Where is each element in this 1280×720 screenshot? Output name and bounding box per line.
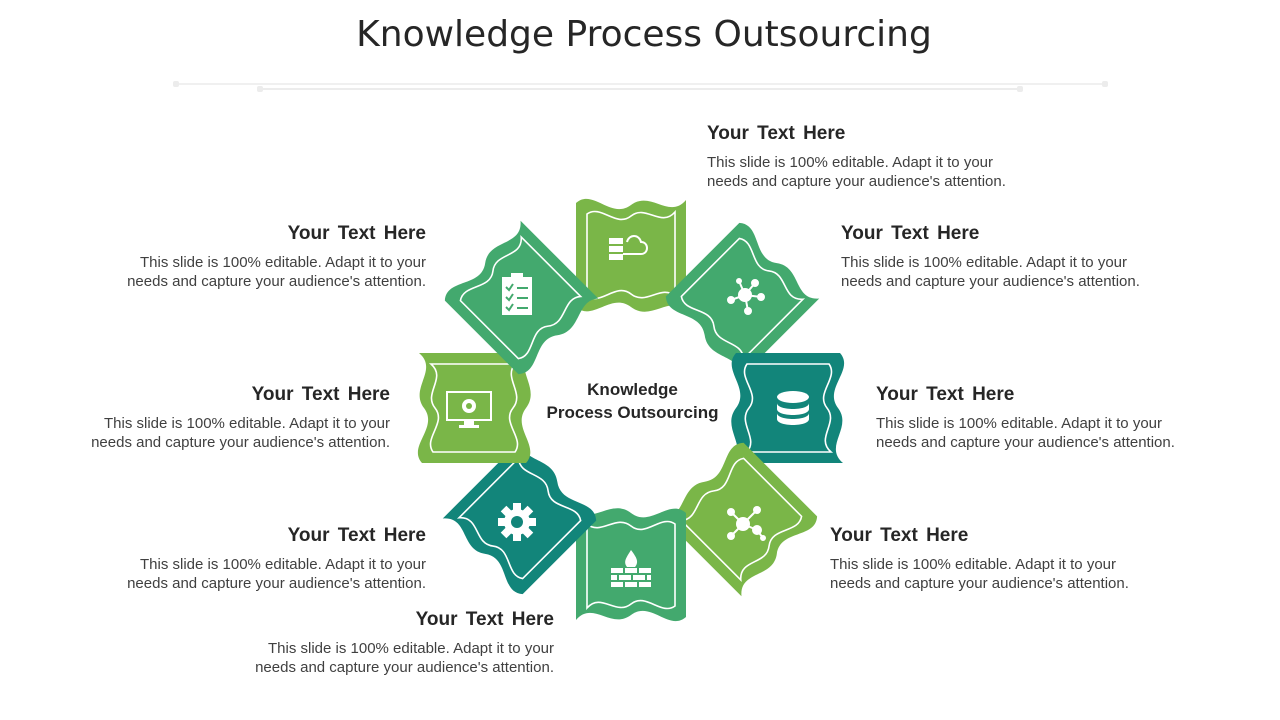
text-block-top: Your Text Here This slide is 100% editab… [707, 123, 1047, 191]
block-body-line: This slide is 100% editable. Adapt it to… [876, 415, 1162, 432]
block-body-line: needs and capture your audience's attent… [707, 173, 1006, 190]
segment-right [731, 353, 845, 463]
block-body-line: This slide is 100% editable. Adapt it to… [830, 556, 1116, 573]
divider-endcap [1102, 81, 1108, 87]
block-body-line: needs and capture your audience's attent… [127, 273, 426, 290]
divider-endcap [1017, 86, 1023, 92]
block-heading: Your Text Here [287, 223, 426, 244]
block-body-line: This slide is 100% editable. Adapt it to… [140, 556, 426, 573]
block-heading: Your Text Here [841, 223, 980, 244]
title-divider-top [176, 83, 1106, 85]
monitor-gear-icon [446, 391, 492, 428]
block-body-line: needs and capture your audience's attent… [91, 434, 390, 451]
title-divider-bottom [260, 88, 1022, 90]
block-body-line: This slide is 100% editable. Adapt it to… [104, 415, 390, 432]
molecule-network-icon [727, 506, 766, 541]
clipboard-checklist-icon [502, 273, 532, 315]
text-block-left: Your Text Here This slide is 100% editab… [50, 384, 390, 452]
text-block-bottom-right: Your Text Here This slide is 100% editab… [830, 525, 1170, 593]
text-block-top-left: Your Text Here This slide is 100% editab… [86, 223, 426, 291]
slide-title: Knowledge Process Outsourcing [356, 14, 932, 55]
block-body-line: needs and capture your audience's attent… [255, 659, 554, 676]
block-body-line: needs and capture your audience's attent… [841, 273, 1140, 290]
block-body-line: This slide is 100% editable. Adapt it to… [268, 640, 554, 657]
firewall-icon [611, 550, 651, 587]
server-cloud-icon [609, 235, 648, 260]
segment-top [576, 198, 686, 312]
divider-endcap [173, 81, 179, 87]
database-icon [777, 391, 809, 425]
block-body-line: This slide is 100% editable. Adapt it to… [707, 154, 993, 171]
center-label: Knowledge Process Outsourcing [546, 380, 719, 422]
block-body-line: needs and capture your audience's attent… [830, 575, 1129, 592]
block-body-line: This slide is 100% editable. Adapt it to… [841, 254, 1127, 271]
network-hub-icon [727, 278, 765, 315]
block-body-line: needs and capture your audience's attent… [876, 434, 1175, 451]
block-heading: Your Text Here [830, 525, 969, 546]
text-block-top-right: Your Text Here This slide is 100% editab… [841, 223, 1181, 291]
text-block-bottom: Your Text Here This slide is 100% editab… [214, 609, 554, 677]
block-heading: Your Text Here [707, 123, 846, 144]
divider-endcap [257, 86, 263, 92]
text-block-bottom-left: Your Text Here This slide is 100% editab… [86, 525, 426, 593]
block-heading: Your Text Here [415, 609, 554, 630]
block-body-line: needs and capture your audience's attent… [127, 575, 426, 592]
block-heading: Your Text Here [876, 384, 1015, 405]
block-heading: Your Text Here [251, 384, 390, 405]
gear-icon [498, 503, 536, 541]
block-heading: Your Text Here [287, 525, 426, 546]
block-body-line: This slide is 100% editable. Adapt it to… [140, 254, 426, 271]
text-block-right: Your Text Here This slide is 100% editab… [876, 384, 1216, 452]
